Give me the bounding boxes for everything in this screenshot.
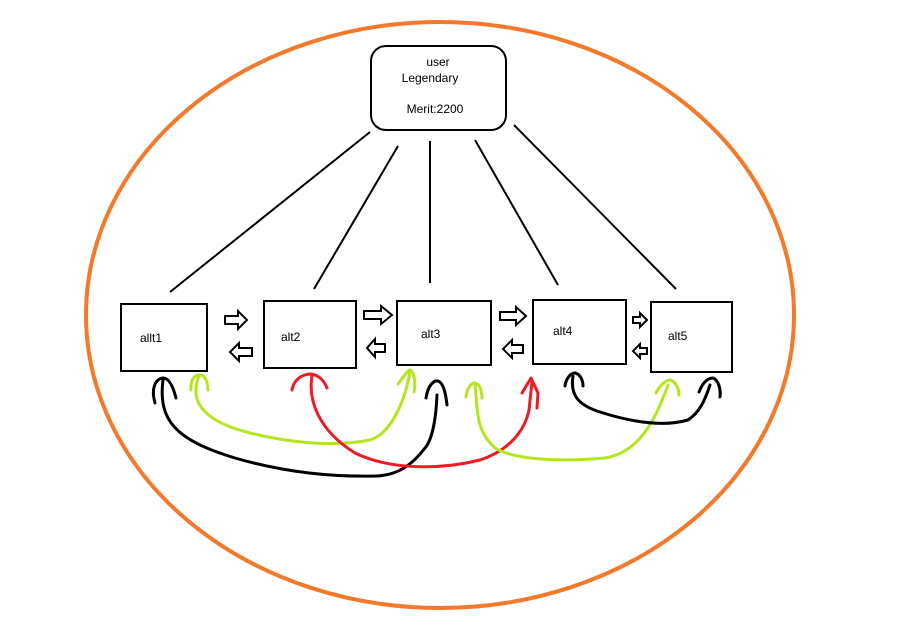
yellow-green-curve-alt3-alt5 xyxy=(464,378,681,462)
user-box-line1: user xyxy=(426,55,449,69)
right-arrow-4-5 xyxy=(632,310,649,330)
block-arrows xyxy=(224,303,649,364)
alt-box-5: alt5 xyxy=(650,301,733,373)
black-curve-alt4-alt5 xyxy=(563,371,722,425)
user-box-line2: Legendary xyxy=(402,71,459,85)
user-box: user Legendary Merit:2200 xyxy=(370,45,507,131)
right-arrow-3-4 xyxy=(499,304,528,328)
right-arrow-1-2 xyxy=(224,308,249,332)
alt-box-3: alt3 xyxy=(396,300,492,366)
curved-arrows xyxy=(151,368,722,478)
black-curve-alt1-alt3 xyxy=(151,376,449,478)
orange-ellipse xyxy=(84,20,796,610)
connector-lines xyxy=(169,124,677,293)
left-arrow-4-3 xyxy=(501,337,524,361)
user-box-line3: Merit:2200 xyxy=(407,102,464,116)
connector-line-alt4 xyxy=(474,139,559,286)
alt-box-2-label: alt2 xyxy=(281,330,301,344)
connector-line-alt5 xyxy=(513,124,677,290)
alt-box-4-label: alt4 xyxy=(553,324,573,338)
left-arrow-5-4 xyxy=(631,341,648,361)
alt-box-1: allt1 xyxy=(120,303,208,372)
alt-box-5-label: alt5 xyxy=(668,329,688,343)
connector-line-alt2 xyxy=(313,145,399,290)
connector-line-alt1 xyxy=(169,131,371,293)
alt-box-4: alt4 xyxy=(532,299,627,365)
left-arrow-2-1 xyxy=(228,340,253,364)
right-arrow-2-3 xyxy=(363,303,394,327)
alt-box-3-label: alt3 xyxy=(421,327,441,341)
left-arrow-3-2 xyxy=(365,336,386,360)
alt-box-2: alt2 xyxy=(263,300,357,369)
red-curve-alt2-alt4 xyxy=(290,372,540,469)
yellow-green-curve-alt1-alt3 xyxy=(189,368,417,446)
alt-box-1-label: allt1 xyxy=(140,331,162,345)
